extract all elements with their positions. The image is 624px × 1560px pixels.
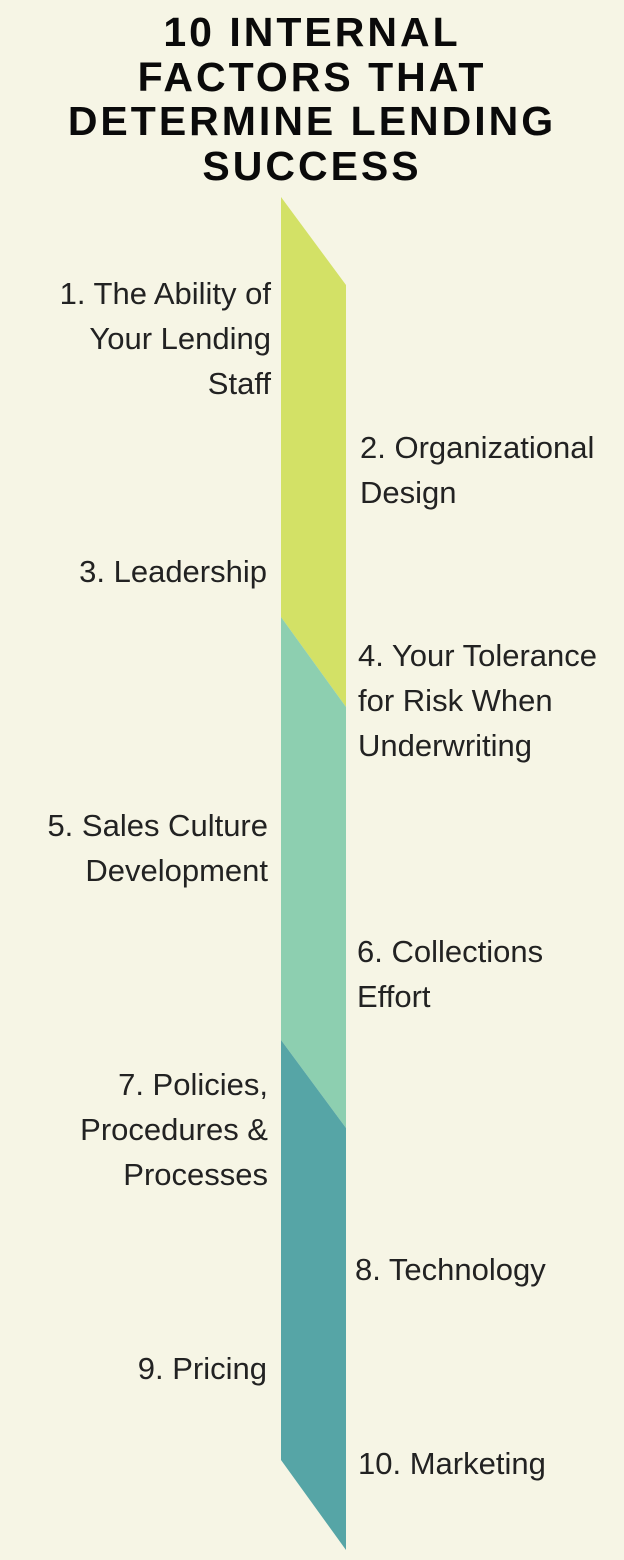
- factor-text: for Risk When: [358, 683, 553, 718]
- factor-5: 5. Sales Culture Development: [47, 803, 268, 893]
- factor-10: 10. Marketing: [358, 1441, 546, 1486]
- factor-text: Design: [360, 475, 457, 510]
- title-line: DETERMINE LENDING: [67, 98, 557, 144]
- factor-9: 9. Pricing: [138, 1346, 267, 1391]
- factor-text: 10. Marketing: [358, 1446, 546, 1481]
- factor-text: Development: [85, 853, 268, 888]
- page-title: 10 INTERNAL FACTORS THAT DETERMINE LENDI…: [0, 10, 624, 188]
- factor-text: 3. Leadership: [79, 554, 267, 589]
- factor-text: 1. The Ability of: [59, 276, 271, 311]
- factor-4: 4. Your Tolerance for Risk When Underwri…: [358, 633, 597, 768]
- factor-text: Underwriting: [358, 728, 533, 763]
- factor-7: 7. Policies, Procedures & Processes: [80, 1062, 268, 1197]
- factor-text: Effort: [357, 979, 431, 1014]
- factor-text: Staff: [207, 366, 271, 401]
- title-line: SUCCESS: [202, 142, 422, 189]
- factor-1: 1. The Ability of Your Lending Staff: [60, 271, 271, 406]
- factor-text: 9. Pricing: [137, 1351, 267, 1386]
- factor-text: 2. Organizational: [360, 430, 595, 465]
- factor-6: 6. Collections Effort: [357, 929, 543, 1019]
- factor-text: 8. Technology: [355, 1252, 546, 1287]
- title-line: 10 INTERNAL: [163, 9, 461, 55]
- factor-text: Procedures &: [80, 1112, 268, 1147]
- factor-text: 5. Sales Culture: [47, 808, 268, 843]
- factor-text: 4. Your Tolerance: [358, 638, 598, 673]
- timeline-segment-teal: [281, 1040, 346, 1550]
- factor-3: 3. Leadership: [79, 549, 267, 594]
- title-line: FACTORS THAT: [137, 53, 487, 100]
- factor-text: 7. Policies,: [118, 1067, 268, 1102]
- factor-2: 2. Organizational Design: [360, 425, 594, 515]
- timeline-segment-mint: [281, 617, 346, 1128]
- timeline-segment-lime: [281, 197, 346, 707]
- factor-8: 8. Technology: [355, 1247, 546, 1292]
- factor-text: Your Lending: [89, 321, 271, 356]
- factor-text: 6. Collections: [357, 934, 544, 969]
- factor-text: Processes: [123, 1157, 268, 1192]
